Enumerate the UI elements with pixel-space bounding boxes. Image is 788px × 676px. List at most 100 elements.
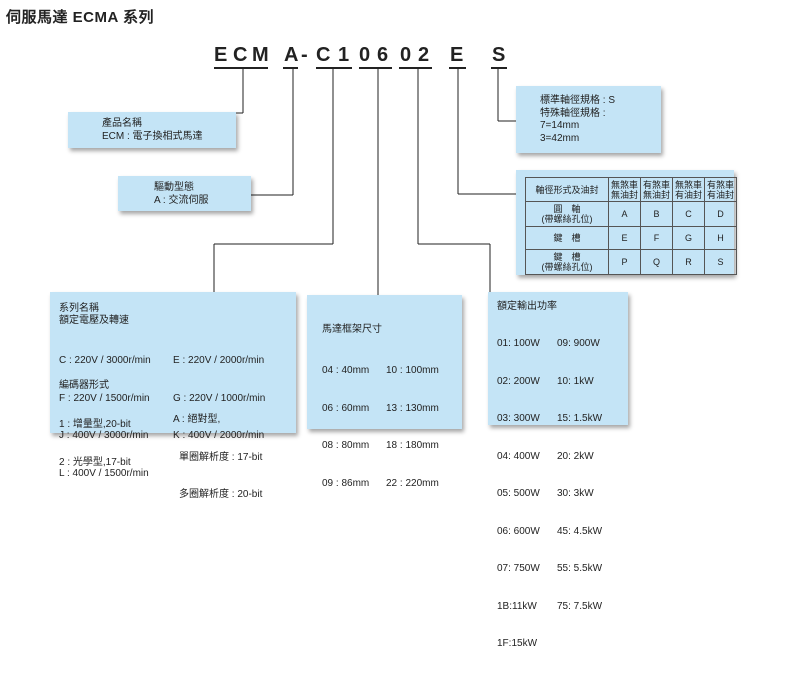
table-row-label: 圓 軸 (帶螺絲孔位) xyxy=(525,201,609,227)
encoder-option: 單圈解析度 : 17-bit xyxy=(179,451,263,463)
encoder-list-right: A : 絕對型, 單圈解析度 : 17-bit 多圈解析度 : 20-bit xyxy=(173,389,262,527)
model-code-char: 6 xyxy=(377,44,389,66)
encoder-option: A : 絕對型, xyxy=(173,414,221,425)
shaft-type-table: 軸徑形式及油封 無煞車 無油封 有煞車 無油封 無煞車 有油封 有煞車 有油封 … xyxy=(525,177,737,275)
model-code-char: A xyxy=(284,44,299,66)
model-code-underline xyxy=(316,67,352,69)
speed-option: C : 220V / 3000r/min xyxy=(59,355,151,366)
power-option: 03: 300W xyxy=(497,413,540,424)
power-option: 45: 4.5kW xyxy=(557,525,603,537)
model-code-underline xyxy=(449,67,466,69)
table-cell: D xyxy=(704,201,737,227)
rated-power-list-left: 01: 100W 02: 200W 03: 300W 04: 400W 05: … xyxy=(497,313,540,676)
frame-size-list-left: 04 : 40mm 06 : 60mm 08 : 80mm 09 : 86mm xyxy=(322,340,369,515)
speed-option: K : 400V / 2000r/min xyxy=(173,430,265,441)
drive-type-heading: 驅動型態 xyxy=(154,182,194,193)
table-row-label: 鍵 槽 xyxy=(525,226,609,250)
table-header-cell: 軸徑形式及油封 xyxy=(525,177,609,202)
encoder-option: 2 : 光學型,17-bit xyxy=(59,456,131,468)
connector-lines xyxy=(213,68,516,295)
product-name-heading: 產品名稱 xyxy=(102,118,142,129)
model-code-char: C xyxy=(233,44,248,66)
model-code-underline xyxy=(214,67,268,69)
speed-option: F : 220V / 1500r/min xyxy=(59,392,150,404)
table-header-cell: 無煞車 有油封 xyxy=(672,177,705,202)
frame-size-option: 18 : 180mm xyxy=(386,440,439,451)
power-option: 30: 3kW xyxy=(557,488,594,499)
table-cell: B xyxy=(640,201,673,227)
frame-size-option: 10 : 100mm xyxy=(386,365,439,376)
model-code-char: M xyxy=(252,44,269,66)
model-code-underline xyxy=(359,67,392,69)
model-code-char: C xyxy=(316,44,331,66)
model-code-char: E xyxy=(450,44,464,66)
page-title: 伺服馬達 ECMA 系列 xyxy=(6,9,154,26)
frame-size-option: 06 : 60mm xyxy=(322,402,370,414)
table-cell: A xyxy=(608,201,641,227)
rated-power-box: 額定輸出功率 01: 100W 02: 200W 03: 300W 04: 40… xyxy=(488,292,628,649)
model-code-underline xyxy=(491,67,507,69)
table-cell: Q xyxy=(640,249,673,275)
frame-size-option: 08 : 80mm xyxy=(322,440,370,451)
table-header-row: 軸徑形式及油封 無煞車 無油封 有煞車 無油封 無煞車 有油封 有煞車 有油封 xyxy=(525,177,737,202)
power-option: 20: 2kW xyxy=(557,450,594,462)
power-option: 09: 900W xyxy=(557,338,600,349)
model-code-char: 1 xyxy=(338,44,350,66)
encoder-option: 多圈解析度 : 20-bit xyxy=(179,489,263,500)
table-row-label: 鍵 槽 (帶螺絲孔位) xyxy=(525,249,609,275)
table-row: 鍵 槽 (帶螺絲孔位) P Q R S xyxy=(525,249,737,275)
model-code-underline xyxy=(283,67,298,69)
product-name-box: 產品名稱 ECM : 電子換相式馬達 xyxy=(68,112,236,148)
encoder-option: 1 : 增量型,20-bit xyxy=(59,419,131,430)
table-cell: G xyxy=(672,226,705,250)
table-cell: F xyxy=(640,226,673,250)
power-option: 75: 7.5kW xyxy=(557,600,603,612)
encoder-heading: 編碼器形式 xyxy=(59,380,109,391)
table-header-cell: 有煞車 無油封 xyxy=(640,177,673,202)
frame-size-option: 04 : 40mm xyxy=(322,365,370,376)
table-header-cell: 無煞車 無油封 xyxy=(608,177,641,202)
power-option: 07: 750W xyxy=(497,563,540,574)
series-heading: 系列名稱 xyxy=(59,303,99,314)
table-header-cell: 有煞車 有油封 xyxy=(704,177,737,202)
shaft-spec-standard: 標準軸徑規格 : S xyxy=(540,95,616,106)
power-option: 10: 1kW xyxy=(557,375,594,387)
table-row: 鍵 槽 E F G H xyxy=(525,226,737,250)
power-option: 15: 1.5kW xyxy=(557,413,603,424)
model-code-underline xyxy=(399,67,432,69)
speed-option: E : 220V / 2000r/min xyxy=(173,355,265,366)
frame-size-option: 09 : 86mm xyxy=(322,477,370,489)
shaft-spec-option-3: 3=42mm xyxy=(540,132,580,144)
table-cell: S xyxy=(704,249,737,275)
shaft-spec-box: 標準軸徑規格 : S 特殊軸徑規格 : 7=14mm 3=42mm xyxy=(516,86,661,153)
power-option: 05: 500W xyxy=(497,488,540,499)
frame-size-box: 馬達框架尺寸 04 : 40mm 06 : 60mm 08 : 80mm 09 … xyxy=(307,295,462,489)
rated-power-heading: 額定輸出功率 xyxy=(497,301,557,312)
power-option: 01: 100W xyxy=(497,338,540,349)
rated-voltage-speed-heading: 額定電壓及轉速 xyxy=(59,315,129,326)
frame-size-option: 13 : 130mm xyxy=(386,402,439,414)
model-code-char: - xyxy=(301,44,308,66)
speed-list-right: E : 220V / 2000r/min G : 220V / 1000r/mi… xyxy=(173,330,265,468)
frame-size-list-right: 10 : 100mm 13 : 130mm 18 : 180mm 22 : 22… xyxy=(386,340,439,515)
power-option: 02: 200W xyxy=(497,375,540,387)
rated-power-list-right: 09: 900W 10: 1kW 15: 1.5kW 20: 2kW 30: 3… xyxy=(557,313,602,638)
drive-type-value: A : 交流伺服 xyxy=(154,194,209,206)
table-cell: C xyxy=(672,201,705,227)
speed-option: G : 220V / 1000r/min xyxy=(173,392,266,404)
table-row: 圓 軸 (帶螺絲孔位) A B C D xyxy=(525,201,737,227)
power-option: 04: 400W xyxy=(497,450,540,462)
power-option: 1F:15kW xyxy=(497,638,538,649)
table-cell: R xyxy=(672,249,705,275)
table-cell: H xyxy=(704,226,737,250)
speed-option: J : 400V / 3000r/min xyxy=(59,430,149,441)
model-code-char: S xyxy=(492,44,506,66)
frame-size-option: 22 : 220mm xyxy=(386,477,439,489)
model-code-char: E xyxy=(214,44,228,66)
power-option: 55: 5.5kW xyxy=(557,563,603,574)
frame-size-heading: 馬達框架尺寸 xyxy=(322,324,382,335)
shaft-spec-option-7: 7=14mm xyxy=(540,120,580,131)
encoder-list-left: 1 : 增量型,20-bit 2 : 光學型,17-bit xyxy=(59,394,131,494)
table-cell: P xyxy=(608,249,641,275)
power-option: 06: 600W xyxy=(497,525,540,537)
